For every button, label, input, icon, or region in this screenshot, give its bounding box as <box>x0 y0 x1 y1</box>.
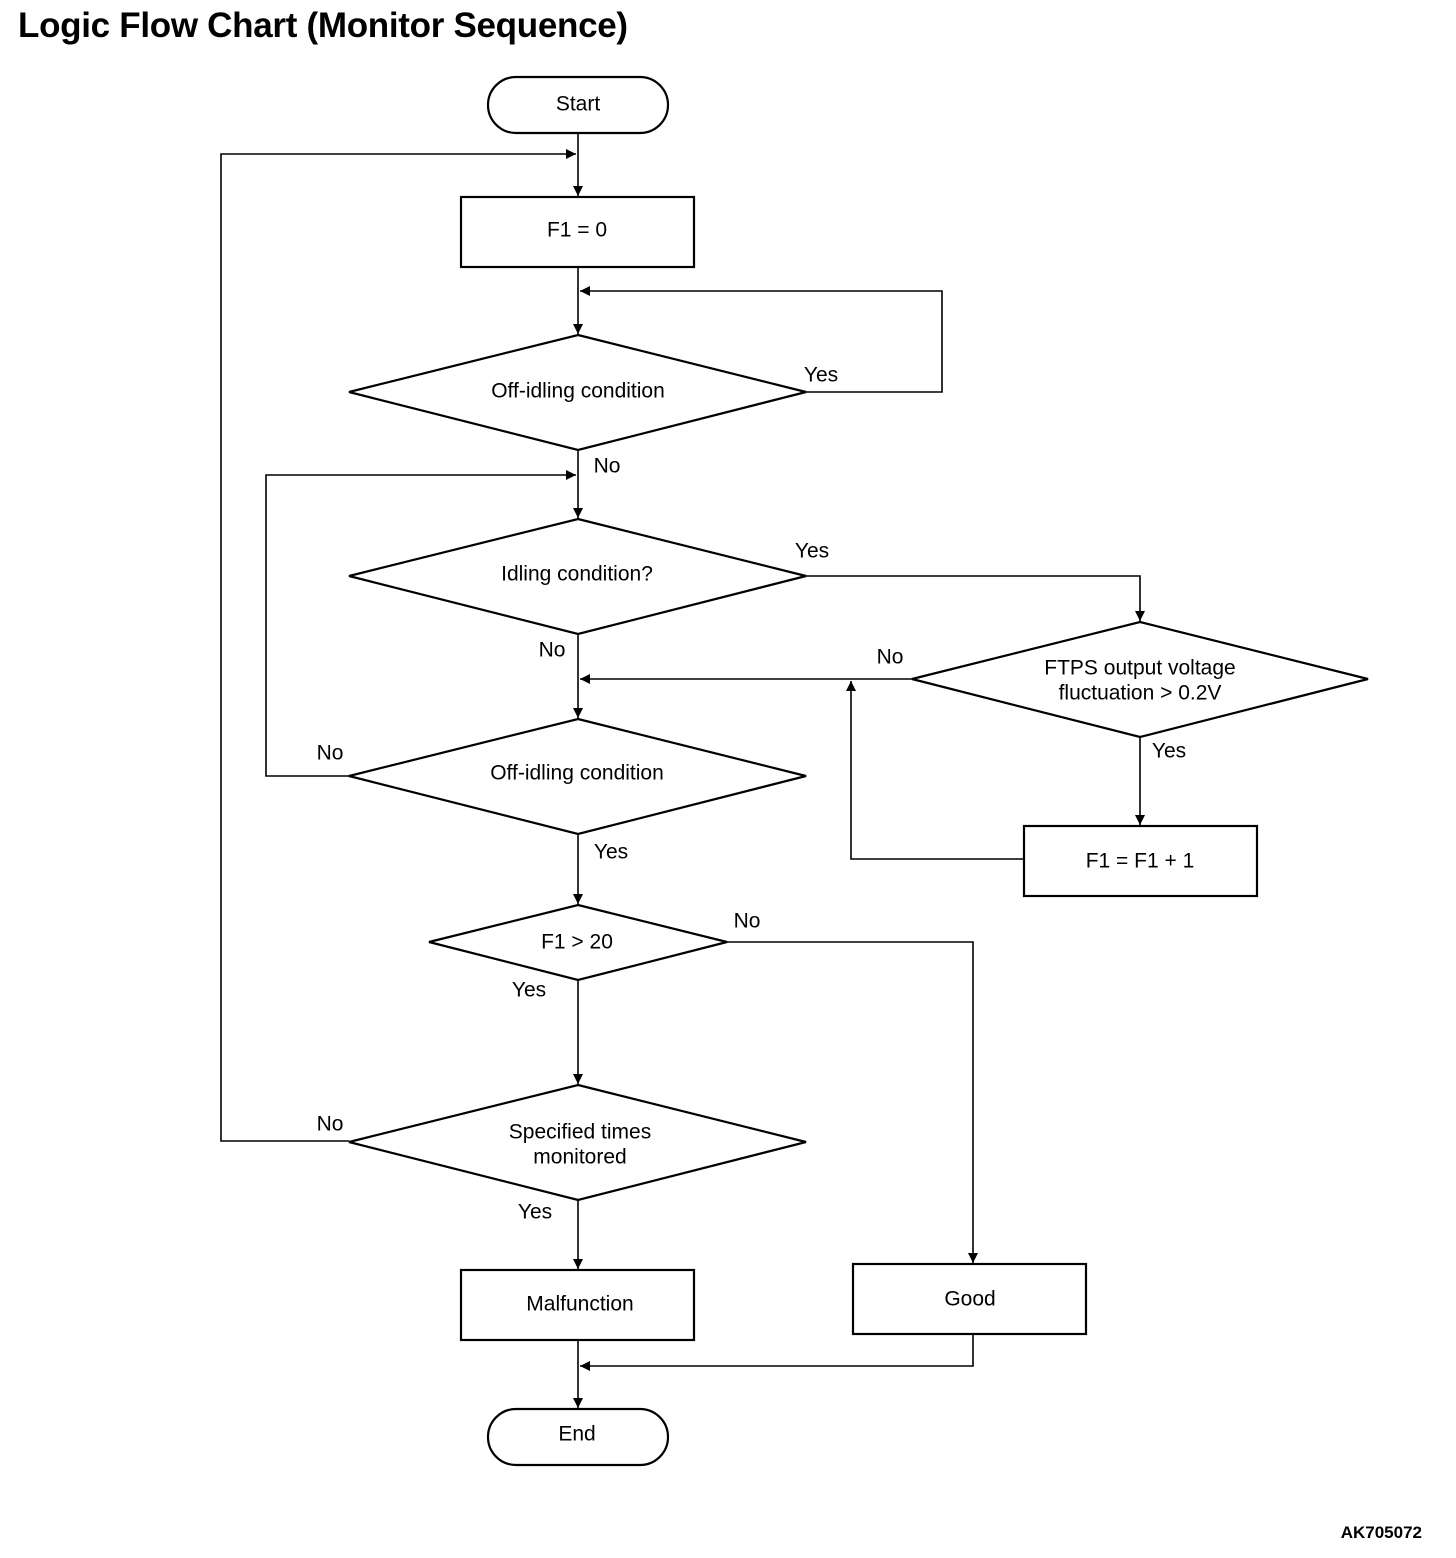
svg-text:Start: Start <box>556 93 601 116</box>
edge-label-ftps-no: No <box>877 646 904 669</box>
start-node: Start <box>486 75 670 135</box>
edge-label-f1-threshold-no: No <box>734 910 761 933</box>
svg-text:monitored: monitored <box>533 1146 626 1169</box>
f1-reset-process: F1 = 0 <box>459 195 696 269</box>
edge-label-off-idling-2-no: No <box>317 742 344 765</box>
idling-decision: Idling condition? <box>348 517 807 636</box>
edge-label-idling-no: No <box>539 639 566 662</box>
svg-text:F1 > 20: F1 > 20 <box>541 931 613 954</box>
edge-label-off-idling-1-no: No <box>594 455 621 478</box>
svg-text:Good: Good <box>944 1288 995 1311</box>
f1-increment-process: F1 = F1 + 1 <box>1022 824 1259 898</box>
page-title: Logic Flow Chart (Monitor Sequence) <box>18 6 628 45</box>
off-idling-decision-2: Off-idling condition <box>348 717 807 836</box>
figure-code: AK705072 <box>1340 1523 1422 1542</box>
svg-text:Specified times: Specified times <box>509 1121 651 1144</box>
malfunction-process: Malfunction <box>459 1268 696 1342</box>
end-node: End <box>486 1407 670 1467</box>
edge-label-off-idling-2-yes: Yes <box>594 841 628 864</box>
svg-text:Off-idling condition: Off-idling condition <box>491 380 665 403</box>
svg-text:F1 = 0: F1 = 0 <box>547 219 607 242</box>
ftps-voltage-decision: FTPS output voltage fluctuation > 0.2V <box>911 620 1369 739</box>
connectors <box>220 133 1145 1408</box>
svg-text:Malfunction: Malfunction <box>526 1293 633 1316</box>
svg-text:fluctuation > 0.2V: fluctuation > 0.2V <box>1059 682 1222 705</box>
svg-text:Off-idling condition: Off-idling condition <box>490 762 664 785</box>
edge-label-specified-no: No <box>317 1113 344 1136</box>
svg-text:End: End <box>558 1423 595 1446</box>
edge-label-f1-threshold-yes: Yes <box>512 979 546 1002</box>
good-process: Good <box>851 1262 1088 1336</box>
edge-label-off-idling-1-yes: Yes <box>804 364 838 387</box>
svg-text:FTPS output voltage: FTPS output voltage <box>1044 657 1235 680</box>
off-idling-decision-1: Off-idling condition <box>348 333 807 452</box>
edge-label-specified-yes: Yes <box>518 1201 552 1224</box>
f1-threshold-decision: F1 > 20 <box>428 903 728 982</box>
svg-text:F1 = F1 + 1: F1 = F1 + 1 <box>1086 850 1195 873</box>
edge-label-ftps-yes: Yes <box>1152 740 1186 763</box>
edge-label-idling-yes: Yes <box>795 540 829 563</box>
svg-text:Idling condition?: Idling condition? <box>501 563 653 586</box>
specified-times-decision: Specified times monitored <box>348 1083 807 1202</box>
